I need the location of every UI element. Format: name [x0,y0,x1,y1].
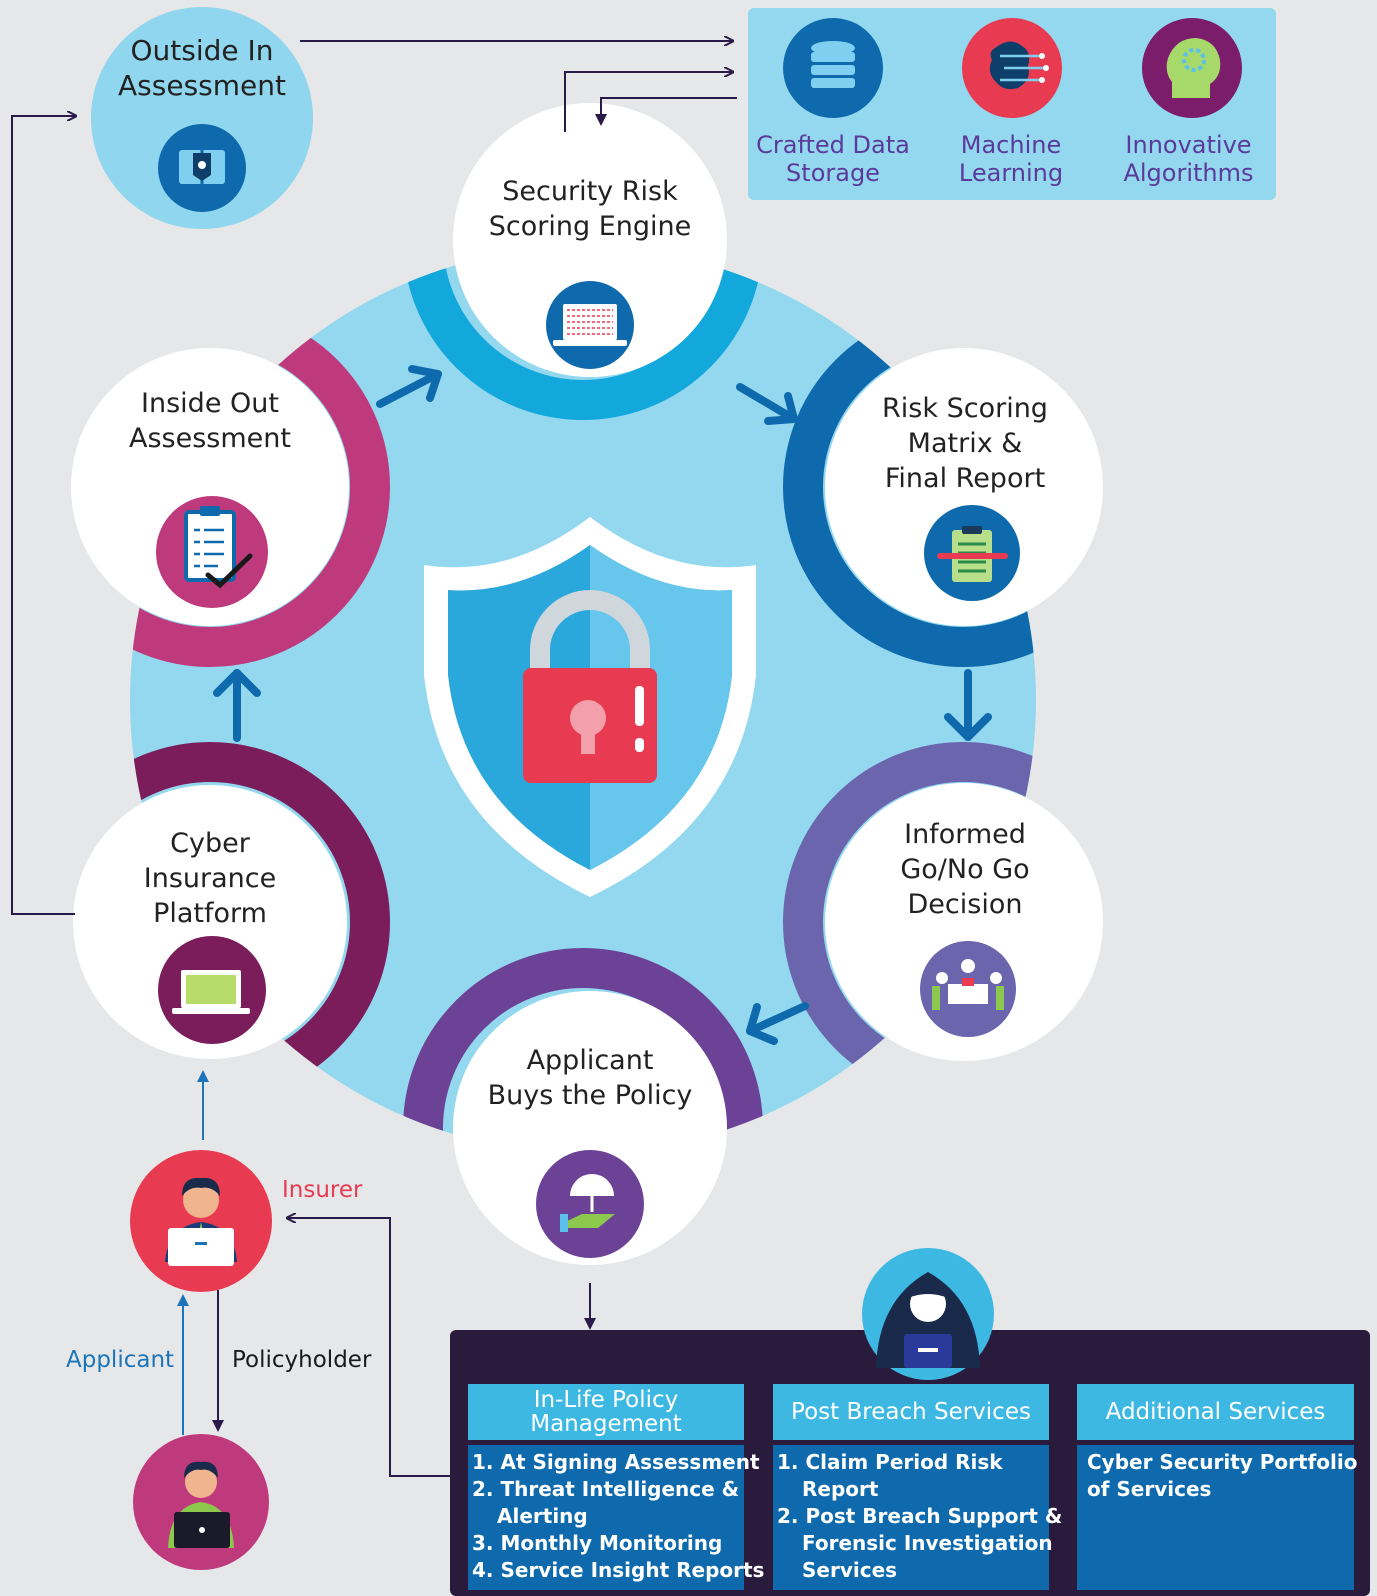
label-line: Scoring Engine [488,211,692,242]
meeting-icon [920,941,1016,1037]
clipboard-check-icon [156,496,268,608]
shield-lock-icon [424,517,756,897]
tech-algorithms-label: Innovative Algorithms [1106,131,1271,187]
label-line: Learning [958,159,1064,187]
head-gear-icon [1142,18,1242,118]
heading-line: In-Life Policy [533,1387,679,1413]
list-item: Cyber Security Portfolio [1087,1450,1358,1474]
outside-in-circle [91,7,313,229]
label-line: Informed [904,819,1026,850]
label-line: Crafted Data [756,131,910,159]
label-line: Storage [786,159,880,187]
list-item: Alerting [497,1504,588,1528]
connector-lines [11,41,737,1477]
decision-label: Informed Go/No Go Decision [845,817,1085,922]
outside-in-label: Outside In Assessment [102,33,302,103]
umbrella-hand-icon [536,1150,644,1258]
tech-ml-label: Machine Learning [936,131,1086,187]
laptop-code-icon [546,281,634,369]
label-line: Insurance [143,863,277,894]
label-line: Inside Out [141,388,279,419]
folder-lock-icon [158,124,246,212]
additional-list: Cyber Security Portfolio of Services [1077,1445,1358,1590]
additional-heading: Additional Services [1077,1384,1354,1440]
insurer-label: Insurer [282,1177,363,1203]
label-line: Outside In [130,34,274,67]
post-breach-heading: Post Breach Services [773,1384,1049,1440]
risk-matrix-label: Risk Scoring Matrix & Final Report [845,391,1085,496]
step-matrix-circle [825,348,1103,626]
buys-policy-label: Applicant Buys the Policy [470,1043,710,1113]
list-item: Services [802,1558,898,1582]
list-item: Forensic Investigation [802,1531,1053,1555]
cycle-arrows [213,365,992,1045]
label-line: Go/No Go [900,854,1030,885]
list-item: of Services [1087,1477,1212,1501]
label-line: Buys the Policy [487,1080,693,1111]
heading-line: Management [530,1411,682,1437]
list-item: 2. Post Breach Support & [777,1504,1063,1528]
laptop-icon [158,936,266,1044]
list-item: 1. At Signing Assessment [472,1450,760,1474]
list-item: 3. Monthly Monitoring [472,1531,723,1555]
in-life-heading: In-Life Policy Management [468,1384,744,1440]
inside-out-label: Inside Out Assessment [90,386,330,456]
label-line: Machine [960,131,1062,159]
label-line: Platform [153,898,267,929]
step-buys-circle [453,991,727,1265]
list-item: 4. Service Insight Reports [472,1558,765,1582]
list-item: Report [802,1477,879,1501]
label-line: Applicant [526,1045,654,1076]
label-line: Assessment [129,423,291,454]
step-engine-circle [453,103,727,377]
label-line: Innovative [1125,131,1252,159]
step-platform-circle [73,785,347,1059]
hacker-icon [862,1248,994,1380]
step-circles [71,103,1103,1265]
label-line: Assessment [118,69,286,102]
insurer-avatar [130,1150,272,1292]
clipboard-report-icon [924,505,1020,601]
list-item: 2. Threat Intelligence & [472,1477,740,1501]
label-line: Cyber [170,828,250,859]
label-line: Final Report [884,463,1046,494]
label-line: Matrix & [907,428,1023,459]
list-item: 1. Claim Period Risk [777,1450,1003,1474]
applicant-avatar [133,1434,269,1570]
label-line: Algorithms [1123,159,1254,187]
label-line: Risk Scoring [882,393,1048,424]
in-life-list: 1. At Signing Assessment 2. Threat Intel… [468,1445,765,1590]
tech-data-storage-label: Crafted Data Storage [753,131,913,187]
post-breach-list: 1. Claim Period Risk Report 2. Post Brea… [773,1445,1063,1590]
step-decision-circle [825,783,1103,1061]
label-line: Decision [907,889,1023,920]
applicant-label: Applicant [66,1347,175,1373]
platform-label: Cyber Insurance Platform [90,826,330,931]
database-icon [783,18,883,118]
engine-label: Security Risk Scoring Engine [470,174,710,244]
policyholder-label: Policyholder [232,1347,372,1373]
brain-circuit-icon [962,18,1062,118]
step-inside-circle [71,348,349,626]
label-line: Security Risk [502,176,678,207]
